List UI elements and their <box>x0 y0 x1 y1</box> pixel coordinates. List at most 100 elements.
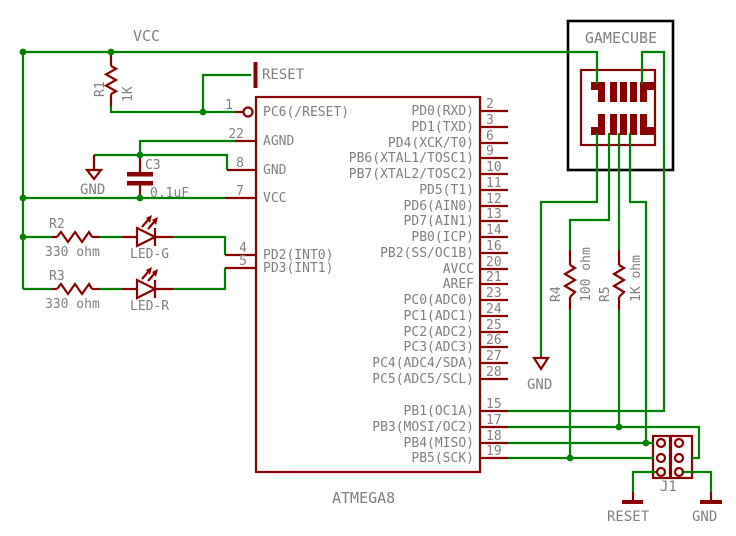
pin-name: PB0(ICP) <box>411 230 474 245</box>
pin-number: 18 <box>486 429 502 444</box>
r3-value: 330 ohm <box>45 297 100 312</box>
resistor-r4 <box>562 250 578 310</box>
r1-value: 1K <box>121 86 136 102</box>
pin-number: 6 <box>486 129 494 144</box>
pin-number: 14 <box>486 223 502 238</box>
r5-ref: R5 <box>598 286 613 302</box>
j1-pin-circles <box>655 437 685 478</box>
r5-value: 1K ohm <box>629 255 644 302</box>
pin-number: 26 <box>486 333 502 348</box>
pin-name: PC3(ADC3) <box>404 340 474 355</box>
net-pad2-r4 <box>568 133 611 250</box>
pin-number: 20 <box>486 255 502 270</box>
r2-value: 330 ohm <box>45 245 100 260</box>
r4-ref: R4 <box>549 286 564 302</box>
r2-ref: R2 <box>49 217 65 232</box>
pin-number: 4 <box>239 241 247 256</box>
gamecube-pads <box>591 82 655 135</box>
reset-flag-bottom <box>622 492 643 504</box>
pin-name: PC6(/RESET) <box>263 105 349 120</box>
net-ledg-pin4 <box>173 235 227 255</box>
j1-label: J1 <box>660 479 677 495</box>
pin-name: PC4(ADC4/SDA) <box>372 356 474 371</box>
led-g-symbol <box>122 215 173 248</box>
pin-number: 17 <box>486 413 502 428</box>
led-r-label: LED-R <box>130 299 169 314</box>
pin-name: PB1(OC1A) <box>404 404 474 419</box>
r4-value: 100 ohm <box>579 247 594 302</box>
pin-number: 8 <box>236 156 244 171</box>
net-r1-pin1 <box>109 106 235 114</box>
net-pin17-mosi <box>508 425 701 460</box>
reset-net-label: RESET <box>262 67 305 83</box>
gnd-flag-bottom <box>700 492 722 504</box>
c3-ref: C3 <box>145 158 161 173</box>
resistor-r3 <box>52 281 100 296</box>
net-pad4-miso <box>628 133 648 443</box>
reset-bottom-label: RESET <box>607 509 650 525</box>
net-agnd <box>138 139 235 155</box>
atmega8-label: ATMEGA8 <box>332 489 395 507</box>
pin-number: 13 <box>486 207 502 222</box>
pin-number: 19 <box>486 444 502 459</box>
pin-name: PC2(ADC2) <box>404 325 474 340</box>
pin-number: 7 <box>236 184 244 199</box>
ic-left-pin-leads <box>225 110 256 270</box>
component-symbols <box>52 52 722 504</box>
led-g-label: LED-G <box>130 247 169 262</box>
pin-name: PD5(T1) <box>419 183 474 198</box>
pin-name: PB3(MOSI/OC2) <box>372 420 474 435</box>
r1-ref: R1 <box>93 81 108 97</box>
pin-number: 10 <box>486 160 502 175</box>
pin-name: PB5(SCK) <box>411 451 474 466</box>
pin-number: 3 <box>486 113 494 128</box>
net-pad1-gnd <box>539 133 599 356</box>
pin-name: PD4(XCK/T0) <box>388 136 474 151</box>
pin-number: 28 <box>486 365 502 380</box>
net-vcc-rail <box>23 50 599 84</box>
pin-name: PB2(SS/OC1B) <box>380 246 474 261</box>
pin-name: AGND <box>263 134 294 149</box>
pin-name: GND <box>263 163 287 178</box>
ic-left-pin-text: 1 PC6(/RESET) 22 AGND 8 GND 7 VCC 4 PD2(… <box>225 98 349 276</box>
pin-number: 21 <box>486 270 502 285</box>
pin-number: 15 <box>486 397 502 412</box>
net-j1-reset <box>631 470 661 492</box>
pin-name: PB6(XTAL1/TOSC1) <box>349 151 474 166</box>
pin-name: PC1(ADC1) <box>404 309 474 324</box>
vcc-net-label: VCC <box>133 27 160 45</box>
led-r-symbol <box>122 267 173 300</box>
labels: VCC RESET GND GND RESET GND GAMECUBE ATM… <box>45 27 717 525</box>
pin-name: PD2(INT0) <box>263 248 333 263</box>
pin-name: PD1(TXD) <box>411 120 474 135</box>
pin-number: 16 <box>486 239 502 254</box>
pin-name: PD6(AIN0) <box>404 199 474 214</box>
pin-number: 25 <box>486 318 502 333</box>
gnd-symbol-mid <box>531 356 551 372</box>
pin-name: AVCC <box>443 262 474 277</box>
net-pin15-gamecube <box>508 50 666 413</box>
gnd-bottom-label: GND <box>692 509 717 525</box>
pin-number: 27 <box>486 349 502 364</box>
resistor-r2 <box>52 229 100 244</box>
resistor-r5 <box>611 250 627 310</box>
gamecube-frame <box>566 19 675 172</box>
pin-name: PC0(ADC0) <box>404 293 474 308</box>
pin-number: 9 <box>486 144 494 159</box>
pin-number: 2 <box>486 97 494 112</box>
reset-flag-top <box>253 62 258 88</box>
pin-number: 11 <box>486 176 502 191</box>
pin-name: VCC <box>263 191 286 206</box>
pin-name: PD0(RXD) <box>411 104 474 119</box>
net-reset-flag <box>201 73 251 112</box>
pin-name: PC5(ADC5/SCL) <box>372 372 474 387</box>
pin-number: 5 <box>239 254 247 269</box>
pin-name: PD7(AIN1) <box>404 214 474 229</box>
net-j1-gnd <box>679 470 713 492</box>
r3-ref: R3 <box>49 269 65 284</box>
pin-name: PB7(XTAL2/TOSC2) <box>349 167 474 182</box>
pin-number: 1 <box>225 98 233 113</box>
c3-value: 0.1uF <box>150 186 189 201</box>
